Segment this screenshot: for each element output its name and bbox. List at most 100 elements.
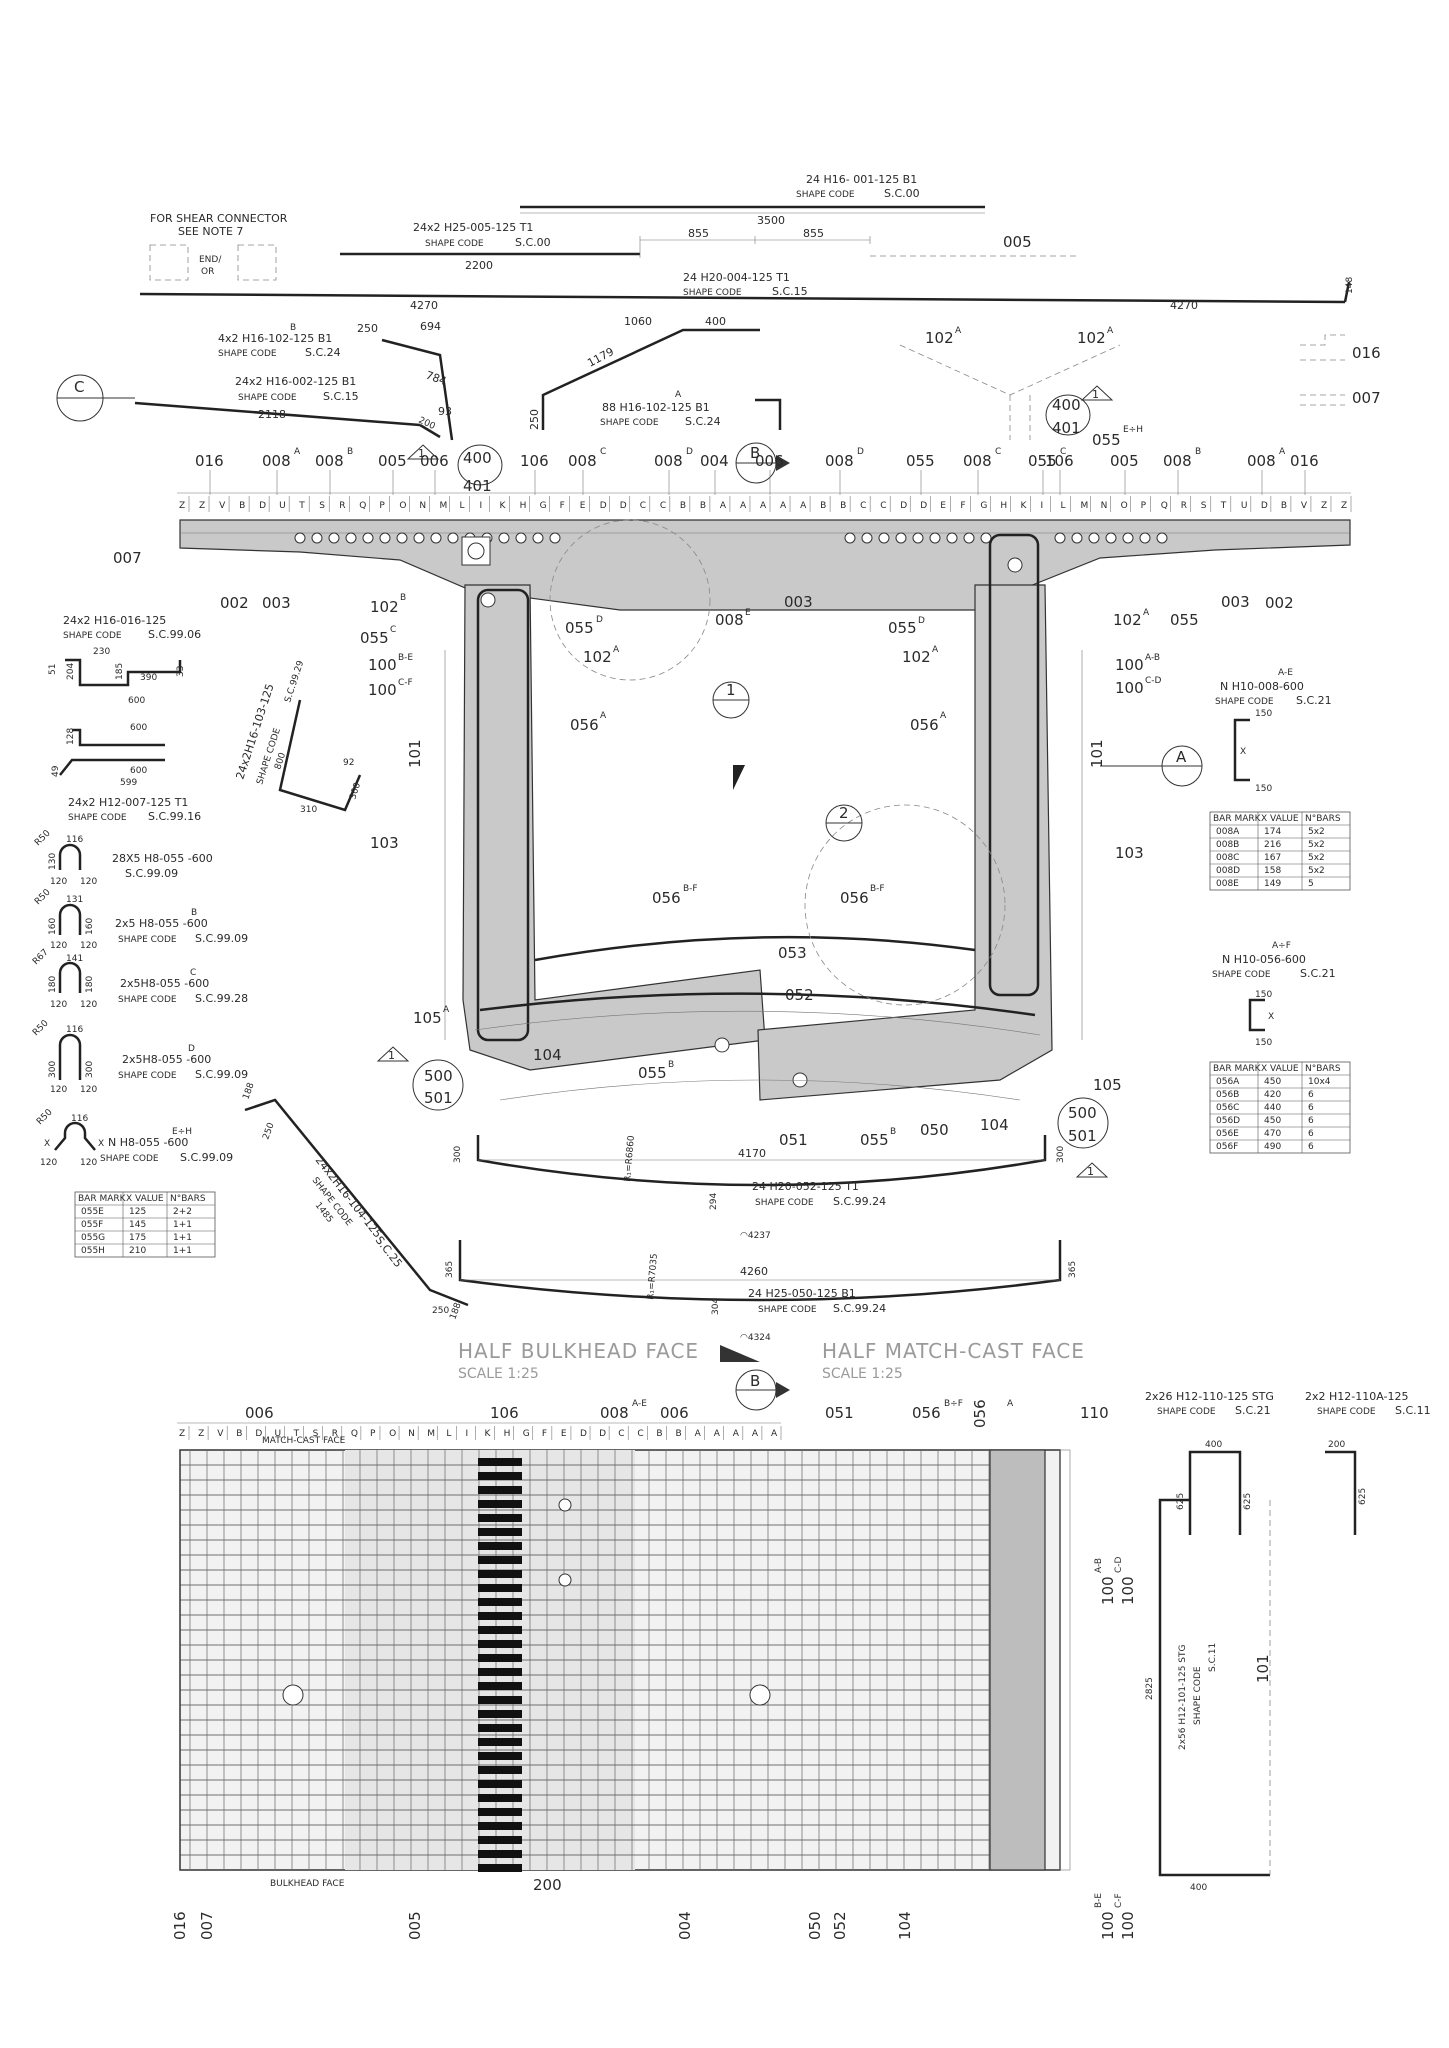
label-102a-1: 102 bbox=[583, 648, 612, 666]
plan-grid-letter: K bbox=[485, 1429, 492, 1439]
duct-hole bbox=[1071, 532, 1083, 544]
top-mark-005: 005 bbox=[378, 452, 407, 470]
table-056-cell: 6 bbox=[1308, 1116, 1314, 1126]
callout-400-left: 400 bbox=[463, 449, 492, 467]
bar-052-w: 4170 bbox=[738, 1147, 766, 1160]
top-mark-sup: D bbox=[857, 447, 864, 457]
grid-letter: A bbox=[740, 501, 747, 511]
bar-056-d2: 150 bbox=[1255, 1038, 1272, 1048]
table-008-cell: 5x2 bbox=[1308, 840, 1325, 850]
bar-102b-d2: 694 bbox=[420, 320, 441, 333]
grid-letter: H bbox=[520, 501, 527, 511]
bar-103-d3: 300 bbox=[348, 781, 363, 801]
grid-letter: U bbox=[279, 501, 286, 511]
table-056-cell: 056B bbox=[1216, 1090, 1239, 1100]
bar-102a-code: S.C.24 bbox=[685, 415, 721, 428]
bar-001-code: S.C.00 bbox=[884, 187, 920, 200]
note-line-1: FOR SHEAR CONNECTOR bbox=[150, 212, 288, 225]
cross-section: 1 2 bbox=[179, 519, 1351, 1101]
top-mark-008: 008 bbox=[963, 452, 992, 470]
bar-002-shape: SHAPE CODE bbox=[238, 393, 297, 403]
bar-008-schedule: N H10-008-600 A-E SHAPE CODE S.C.21 150 … bbox=[1215, 668, 1332, 794]
bar-055c-d1: 141 bbox=[66, 954, 83, 964]
label-102a-top2-sup: A bbox=[1107, 326, 1114, 336]
bar-102b-schedule: 4x2 H16-102-125 B1 B SHAPE CODE S.C.24 2… bbox=[218, 320, 454, 441]
bar-002-dim: 2118 bbox=[258, 408, 286, 421]
duct-hole bbox=[1088, 532, 1100, 544]
label-007: 007 bbox=[113, 549, 142, 567]
plan-grid-letter: T bbox=[293, 1429, 300, 1439]
plan-anchor-block bbox=[478, 1598, 522, 1606]
bar-102a-d4: 250 bbox=[528, 409, 541, 430]
label-053: 053 bbox=[778, 944, 807, 962]
table-055-header: X VALUE bbox=[126, 1194, 164, 1204]
bar-007-d2: 128 bbox=[66, 728, 76, 745]
bar-055c-d3: 180 bbox=[85, 976, 95, 993]
table-056-cell: 056A bbox=[1216, 1077, 1240, 1087]
table-055-cell: 055G bbox=[81, 1233, 105, 1243]
bar-103-schedule: 24x2H16-103-125 SHAPE CODE S.C.99.29 800… bbox=[233, 659, 363, 815]
top-mark-006: 006 bbox=[755, 452, 784, 470]
bar-052-h2: 300 bbox=[1056, 1146, 1066, 1163]
label-007-right: 007 bbox=[1352, 389, 1381, 407]
grid-letter: B bbox=[680, 501, 686, 511]
table-008-cell: 008E bbox=[1216, 879, 1239, 889]
grid-letter: Q bbox=[1161, 501, 1168, 511]
duct-hole bbox=[912, 532, 924, 544]
callout-401-left: 401 bbox=[463, 477, 492, 495]
label-055d-sup: D bbox=[596, 615, 603, 625]
plan-anchor-block bbox=[478, 1724, 522, 1732]
plan-grid-letter: D bbox=[580, 1429, 587, 1439]
bar-055d-d3: 300 bbox=[85, 1061, 95, 1078]
top-mark-008: 008 bbox=[262, 452, 291, 470]
duct-hole bbox=[1122, 532, 1134, 544]
plan-anchor-block bbox=[478, 1668, 522, 1676]
bar-052-spec: 24 H20-052-125 T1 bbox=[752, 1180, 859, 1193]
plan-grid-letter: N bbox=[408, 1429, 415, 1439]
bar-016-d3: 204 bbox=[66, 663, 76, 680]
table-055-cell: 1+1 bbox=[173, 1246, 192, 1256]
plan-grid-letter: S bbox=[313, 1429, 319, 1439]
bar-016-schedule: 24x2 H16-016-125 SHAPE CODE S.C.99.06 23… bbox=[48, 614, 201, 706]
tri-1-top-right: 1 bbox=[1092, 388, 1099, 401]
bar-104-d5: 188 bbox=[448, 1301, 463, 1321]
bar-102b-d3: 784 bbox=[424, 369, 448, 388]
bottom-hole bbox=[714, 1037, 730, 1053]
top-mark-005: 005 bbox=[1110, 452, 1139, 470]
bar-110-schedule: 2x26 H12-110-125 STG SHAPE CODE S.C.21 4… bbox=[1145, 1390, 1274, 1535]
plan-top-mark-006: 006 bbox=[245, 1404, 274, 1422]
bar-052-schedule: 4170 300 300 R₁=R6860 24 H20-052-125 T1 … bbox=[453, 1135, 1066, 1241]
grid-letter: B bbox=[239, 501, 245, 511]
plan-anchor-block bbox=[478, 1542, 522, 1550]
plan-grid-letter: Z bbox=[198, 1429, 204, 1439]
duct-hole bbox=[532, 532, 544, 544]
plan-anchor-block bbox=[478, 1822, 522, 1830]
bar-102b-d1: 250 bbox=[357, 322, 378, 335]
grid-letter: F bbox=[960, 501, 965, 511]
label-102b-sup: B bbox=[400, 593, 406, 603]
top-mark-sup: B bbox=[1195, 447, 1201, 457]
top-mark-008: 008 bbox=[1247, 452, 1276, 470]
bar-055eh-d5: 120 bbox=[80, 1158, 97, 1168]
plan-anchor-block bbox=[478, 1612, 522, 1620]
bar-004-dim-right: 4270 bbox=[1170, 299, 1198, 312]
bar-110a-shape: SHAPE CODE bbox=[1317, 1407, 1376, 1417]
callouts-500: 1 500 501 500 501 1 bbox=[376, 1046, 1109, 1178]
top-mark-055: 055 bbox=[906, 452, 935, 470]
circ-1: 1 bbox=[726, 681, 736, 699]
label-102a-3-sup: A bbox=[1143, 608, 1150, 618]
bar-055b-code: S.C.99.09 bbox=[195, 932, 248, 945]
circ-2: 2 bbox=[839, 804, 849, 822]
bar-055c-spec: 2x5H8-055 -600 bbox=[120, 977, 209, 990]
plan-grid-letter: D bbox=[599, 1429, 606, 1439]
bar-004-dim-left: 4270 bbox=[410, 299, 438, 312]
bar-055eh-d1: 116 bbox=[71, 1114, 88, 1124]
bar-056-x: X bbox=[1268, 1012, 1274, 1022]
table-055-cell: 210 bbox=[129, 1246, 146, 1256]
top-mark-055: 055 bbox=[1028, 452, 1057, 470]
note-line-2: SEE NOTE 7 bbox=[178, 225, 243, 238]
label-056a-2-sup: A bbox=[940, 711, 947, 721]
bar-055a-r: R50 bbox=[33, 828, 53, 848]
bar-110-d2: 625 bbox=[1176, 1493, 1186, 1510]
